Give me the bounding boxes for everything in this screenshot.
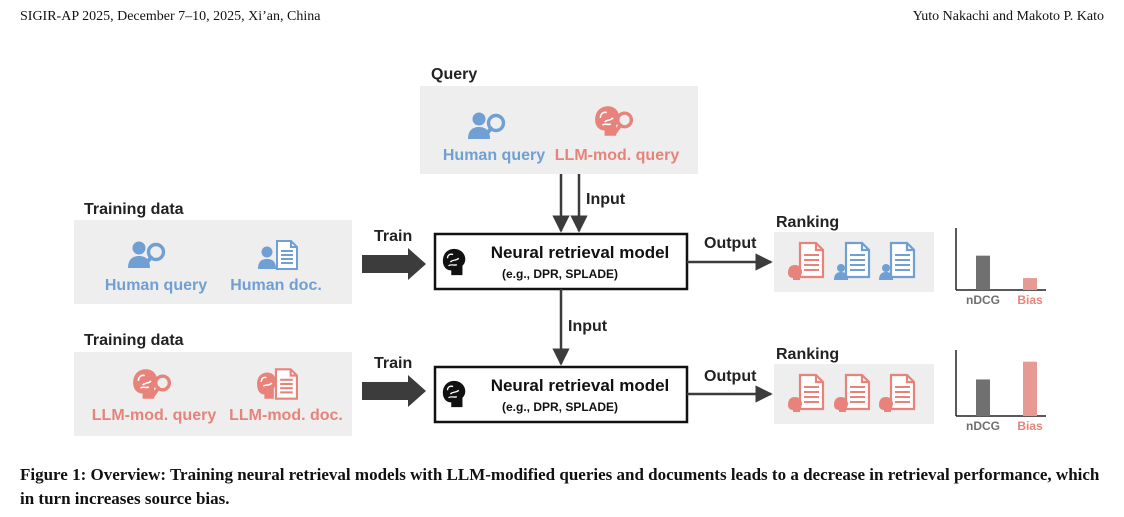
top-item2-label: Human doc. <box>230 277 322 294</box>
input-label-top: Input <box>586 191 626 208</box>
top-model-title: Neural retrieval model <box>491 243 670 262</box>
bottom-output-label: Output <box>704 368 757 385</box>
bottom-item1-label: LLM-mod. query <box>92 407 217 424</box>
query-title: Query <box>431 66 477 83</box>
top-bar-bias <box>1023 278 1037 290</box>
bottom-ranking-title: Ranking <box>776 346 839 363</box>
top-train-arrow <box>362 248 426 280</box>
bottom-train-label: Train <box>374 355 412 372</box>
top-output-label: Output <box>704 235 757 252</box>
bottom-metrics-chart: nDCG Bias <box>955 350 1046 433</box>
bottom-training-panel <box>74 352 352 436</box>
bottom-tick-bias: Bias <box>1017 419 1043 433</box>
bottom-training-title: Training data <box>84 332 184 349</box>
top-ranking-title: Ranking <box>776 214 839 231</box>
top-model-sub: (e.g., DPR, SPLADE) <box>502 267 618 281</box>
top-training-title: Training data <box>84 201 184 218</box>
top-tick-ndcg: nDCG <box>966 293 1000 307</box>
top-train-label: Train <box>374 228 412 245</box>
top-model-box <box>433 232 689 291</box>
bottom-bar-ndcg <box>976 379 990 416</box>
query-panel <box>420 86 698 174</box>
top-training-panel <box>74 220 352 304</box>
bottom-model-sub: (e.g., DPR, SPLADE) <box>502 400 618 414</box>
bottom-llm-doc-icon <box>256 368 298 400</box>
running-header-venue: SIGIR-AP 2025, December 7–10, 2025, Xi’a… <box>20 9 321 24</box>
input-label-middle: Input <box>568 318 608 335</box>
bottom-model-box <box>433 365 689 424</box>
bottom-model-title: Neural retrieval model <box>491 376 670 395</box>
query-human-label: Human query <box>443 147 545 164</box>
bottom-train-arrow <box>362 375 426 407</box>
top-bar-ndcg <box>976 255 990 290</box>
top-tick-bias: Bias <box>1017 293 1043 307</box>
query-llm-label: LLM-mod. query <box>555 147 680 164</box>
bottom-tick-ndcg: nDCG <box>966 419 1000 433</box>
top-metrics-chart: nDCG Bias <box>955 228 1046 307</box>
top-item1-label: Human query <box>105 277 207 294</box>
running-header-authors: Yuto Nakachi and Makoto P. Kato <box>912 9 1104 24</box>
overview-figure: Query Human query LLM-mod. query Input T… <box>74 66 1046 436</box>
figure-caption: Figure 1: Overview: Training neural retr… <box>20 465 1100 508</box>
bottom-bar-bias <box>1023 361 1037 416</box>
bottom-item2-label: LLM-mod. doc. <box>229 407 343 424</box>
